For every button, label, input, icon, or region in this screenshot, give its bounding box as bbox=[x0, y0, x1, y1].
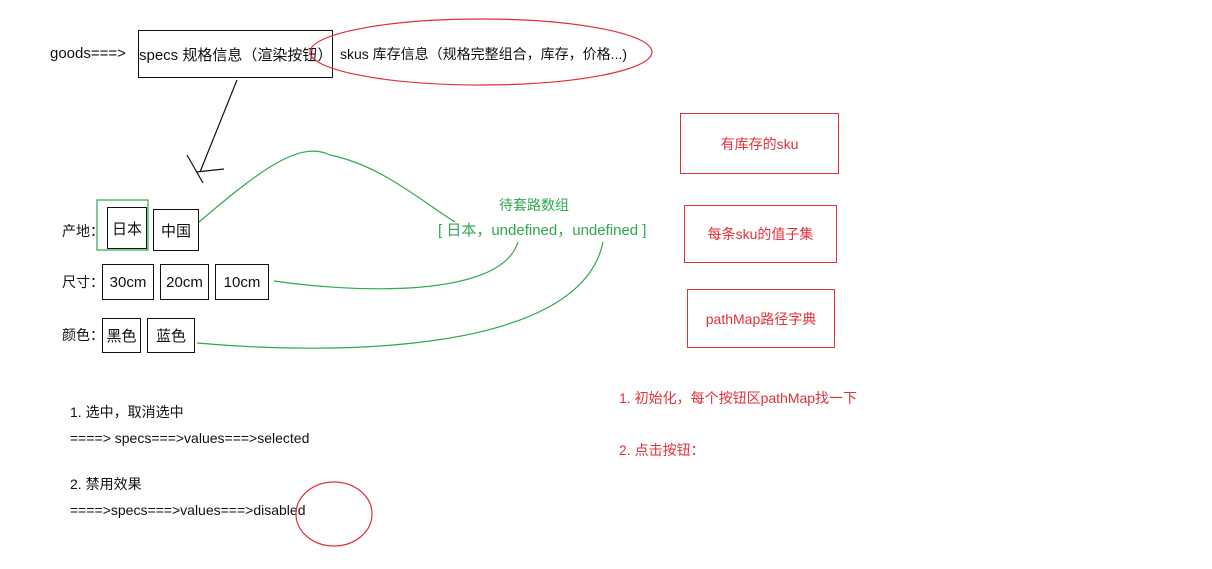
color-button-label: 黑色 bbox=[106, 328, 137, 345]
goods-prefix: goods===> bbox=[50, 45, 126, 62]
color-label: 颜色： bbox=[62, 327, 104, 343]
disabled-highlight-circle bbox=[295, 481, 373, 547]
sku-values-box: 每条sku的值子集 bbox=[684, 205, 837, 263]
arrow-icon bbox=[186, 79, 238, 184]
origin-button-label: 中国 bbox=[160, 222, 191, 240]
origin-button-japan[interactable]: 日本 bbox=[107, 207, 147, 249]
size-button-20cm[interactable]: 20cm bbox=[160, 264, 209, 300]
size-label: 尺寸： bbox=[62, 274, 104, 290]
pathmap-box: pathMap路径字典 bbox=[687, 289, 835, 348]
size-button-label: 30cm bbox=[109, 273, 147, 291]
size-button-10cm[interactable]: 10cm bbox=[215, 264, 269, 300]
color-button-label: 蓝色 bbox=[155, 328, 186, 345]
step2-title: 2. 禁用效果 bbox=[70, 476, 142, 492]
origin-label: 产地： bbox=[62, 223, 104, 239]
stock-sku-label: 有库存的sku bbox=[720, 135, 799, 152]
step2-code: ====>specs===>values===>disabled bbox=[70, 502, 306, 518]
pathmap-label: pathMap路径字典 bbox=[705, 310, 817, 327]
specs-box: specs 规格信息（渲染按钮） bbox=[138, 30, 333, 78]
size-connection-curve bbox=[273, 241, 519, 290]
origin-button-label: 日本 bbox=[111, 220, 142, 238]
specs-label: specs 规格信息（渲染按钮） bbox=[139, 46, 333, 64]
right-step1: 1. 初始化，每个按钮区pathMap找一下 bbox=[619, 390, 858, 406]
step1-code: ====> specs===>values===>selected bbox=[70, 430, 310, 446]
size-button-30cm[interactable]: 30cm bbox=[102, 264, 154, 300]
origin-button-china[interactable]: 中国 bbox=[153, 209, 199, 251]
step1-title: 1. 选中，取消选中 bbox=[70, 404, 184, 420]
path-array-title: 待套路数组 bbox=[499, 197, 569, 213]
right-step2: 2. 点击按钮： bbox=[619, 442, 705, 458]
origin-connection-curve bbox=[198, 150, 456, 223]
color-button-black[interactable]: 黑色 bbox=[102, 318, 141, 353]
size-button-label: 10cm bbox=[223, 273, 261, 291]
stock-sku-box: 有库存的sku bbox=[680, 113, 839, 174]
size-button-label: 20cm bbox=[166, 273, 203, 291]
sku-values-label: 每条sku的值子集 bbox=[707, 226, 814, 242]
skus-label: skus 库存信息（规格完整组合，库存，价格...) bbox=[340, 46, 628, 62]
path-array-value: [ 日本，undefined，undefined ] bbox=[438, 222, 647, 239]
color-button-blue[interactable]: 蓝色 bbox=[147, 318, 195, 353]
